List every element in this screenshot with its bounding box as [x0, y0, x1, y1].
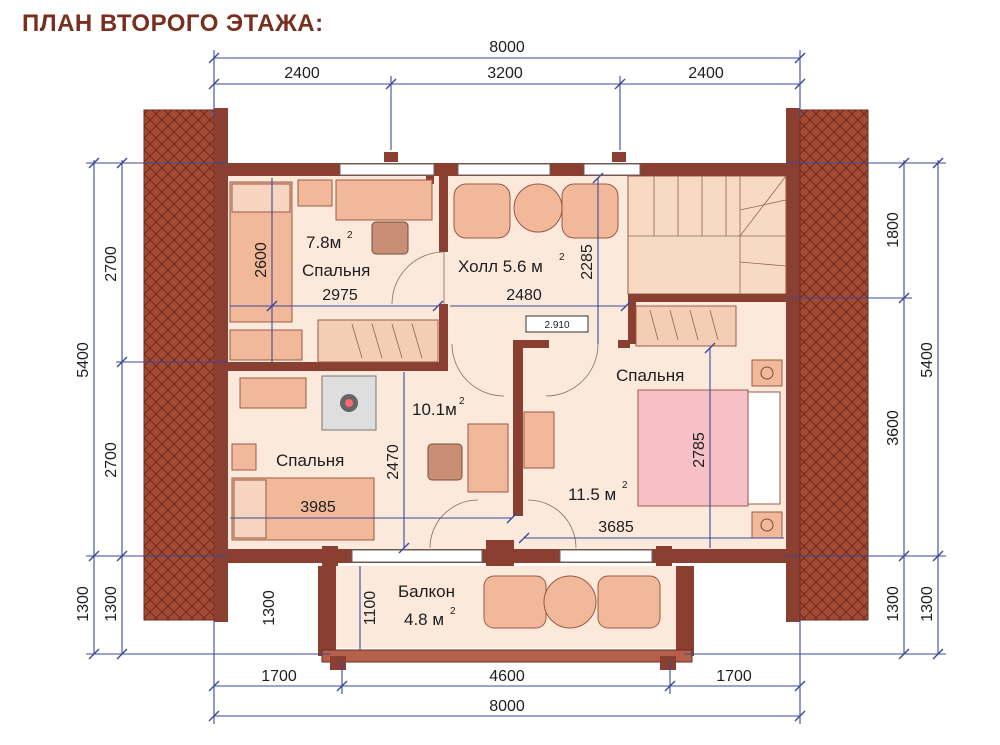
- plan-title: ПЛАН ВТОРОГО ЭТАЖА:: [22, 10, 324, 37]
- dim-bed2-width: 3685: [598, 519, 634, 536]
- balcony-name: Балкон: [398, 582, 455, 601]
- dim-right-balcony-outer: 1300: [919, 586, 936, 622]
- dim-balcony-depth: 1300: [261, 590, 278, 626]
- bedroom3-furniture: [231, 375, 509, 541]
- hall-label: Холл 5.6 м: [458, 257, 543, 276]
- bedroom1-area: 7.8м: [306, 233, 341, 252]
- dim-bottom-left: 1700: [261, 668, 297, 685]
- dimension-labels: 8000 2400 3200 2400 1700 4600 1700 8000 …: [75, 39, 936, 715]
- dim-bed2-depth: 2785: [691, 432, 708, 468]
- level-mark: 2.910: [544, 320, 569, 331]
- bedroom3-area: 10.1м: [412, 400, 457, 419]
- hall-label-sup: 2: [559, 252, 565, 263]
- dim-hall-depth: 2285: [579, 244, 596, 280]
- dim-right-upper: 1800: [885, 212, 902, 248]
- bedroom1-furniture: [229, 179, 439, 363]
- bedroom2-area: 11.5 м: [568, 485, 616, 504]
- bedroom2-area-sup: 2: [622, 480, 628, 491]
- roof-right: [786, 108, 869, 622]
- dim-bottom-total: 8000: [489, 698, 525, 715]
- dim-bottom-middle: 4600: [489, 668, 525, 685]
- dim-hall-width: 2480: [506, 287, 542, 304]
- bedroom2-name: Спальня: [616, 366, 684, 385]
- dim-bed1-length: 2600: [253, 242, 270, 278]
- dim-bed3-depth: 2470: [385, 444, 402, 480]
- bedroom1-area-sup: 2: [347, 230, 353, 241]
- doors: [391, 251, 599, 549]
- dim-right-total: 5400: [919, 342, 936, 378]
- balcony: [318, 566, 694, 670]
- dim-top-right: 2400: [688, 65, 724, 82]
- dim-bed1-room-width: 2975: [322, 287, 358, 304]
- bedroom2-furniture: [523, 305, 783, 539]
- balcony-area-sup: 2: [450, 606, 456, 617]
- dimension-lines: [86, 50, 946, 724]
- dim-left-balcony-inner: 1300: [103, 586, 120, 622]
- hall-furniture: [453, 183, 619, 333]
- dim-bed3-width: 3985: [300, 499, 336, 516]
- balcony-area: 4.8 м: [404, 610, 444, 629]
- dim-right-lower: 3600: [885, 410, 902, 446]
- bedroom1-name: Спальня: [302, 261, 370, 280]
- dim-top-middle: 3200: [487, 65, 523, 82]
- windows: [339, 152, 653, 563]
- dim-bottom-right: 1700: [716, 668, 752, 685]
- dim-balcony-inner: 1100: [362, 591, 379, 626]
- roof-left: [143, 108, 228, 622]
- dim-right-balcony-inner: 1300: [885, 586, 902, 622]
- dim-left-upper: 2700: [103, 246, 120, 282]
- room-labels: 7.8м 2 Спальня Холл 5.6 м 2 Спальня 11.5…: [276, 230, 684, 629]
- bedroom3-name: Спальня: [276, 451, 344, 470]
- dim-top-total: 8000: [489, 39, 525, 56]
- dim-left-lower: 2700: [103, 442, 120, 478]
- dim-top-left: 2400: [284, 65, 320, 82]
- staircase: [627, 175, 787, 295]
- bedroom3-area-sup: 2: [459, 396, 465, 407]
- dim-left-total: 5400: [75, 342, 92, 378]
- dim-left-balcony-outer: 1300: [75, 586, 92, 622]
